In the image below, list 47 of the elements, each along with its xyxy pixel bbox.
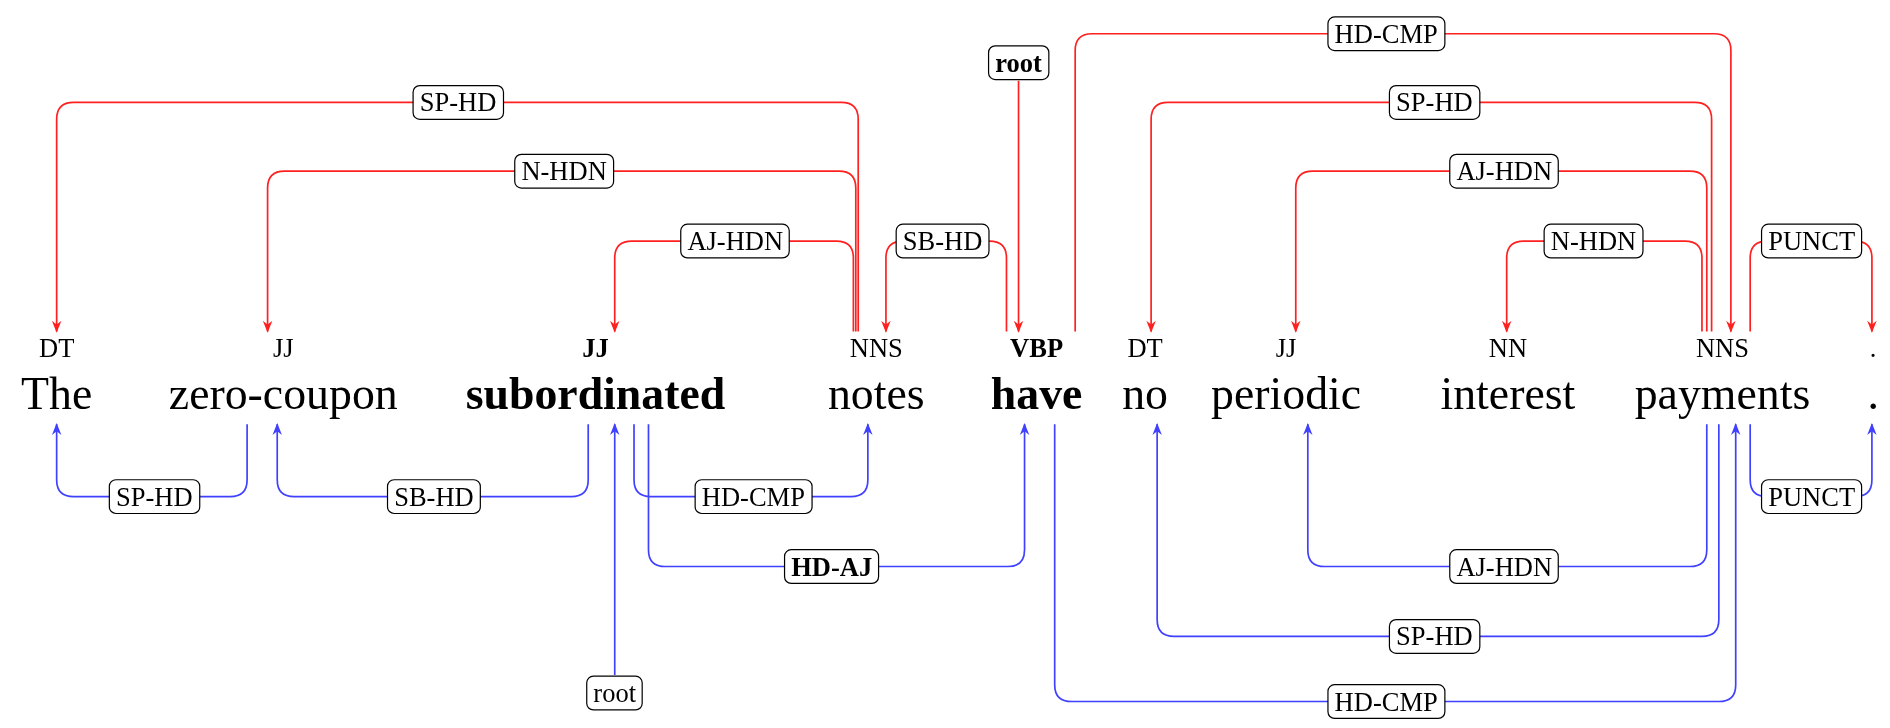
dependency-arc (1146, 101, 1713, 333)
edge-label: SP-HD (108, 479, 200, 515)
edge-label: SP-HD (1388, 618, 1480, 654)
edge-label: HD-CMP (1327, 16, 1445, 52)
root-tag: root (987, 45, 1050, 81)
dependency-arc (51, 101, 860, 333)
edge-label: N-HDN (1543, 223, 1644, 259)
word: have (990, 366, 1083, 421)
edge-label: SP-HD (412, 85, 504, 120)
dependency-arc (1013, 79, 1024, 333)
pos-tag: JJ (1275, 331, 1297, 366)
pos-tag: NNS (1695, 331, 1749, 366)
edge-label: HD-CMP (1327, 684, 1445, 719)
pos-tag: VBP (1010, 331, 1064, 366)
edge-label: HD-AJ (783, 549, 880, 584)
word: . (1867, 366, 1879, 421)
word: payments (1634, 366, 1811, 421)
word: interest (1440, 366, 1576, 421)
dependency-arc (1053, 423, 1741, 703)
dependency-arc (262, 170, 857, 333)
edge-label: PUNCT (1760, 479, 1863, 515)
pos-tag: DT (1127, 331, 1163, 366)
pos-tag: NN (1488, 331, 1528, 366)
edge-label: SP-HD (1388, 85, 1480, 120)
edge-label: AJ-HDN (680, 223, 791, 259)
edge-label: PUNCT (1760, 223, 1863, 259)
word: notes (827, 366, 925, 421)
edge-label: SB-HD (895, 223, 990, 259)
dependency-arc (1152, 423, 1720, 638)
word: no (1122, 366, 1168, 421)
word: periodic (1211, 366, 1362, 421)
edge-label: N-HDN (514, 153, 615, 189)
word: subordinated (465, 366, 726, 421)
word: zero-coupon (168, 366, 398, 421)
edge-label: SB-HD (386, 479, 481, 515)
edge-label: AJ-HDN (1449, 549, 1560, 584)
pos-tag: DT (39, 331, 75, 366)
pos-tag: JJ (272, 331, 294, 366)
pos-tag: . (1869, 331, 1877, 366)
pos-tag: NNS (849, 331, 903, 366)
dependency-arc (610, 423, 620, 676)
edge-label: AJ-HDN (1449, 153, 1560, 189)
edge-label: HD-CMP (694, 479, 813, 515)
word: The (21, 366, 93, 421)
root-tag: root (586, 675, 644, 711)
pos-tag: JJ (582, 331, 609, 366)
dependency-arc (1074, 32, 1736, 333)
